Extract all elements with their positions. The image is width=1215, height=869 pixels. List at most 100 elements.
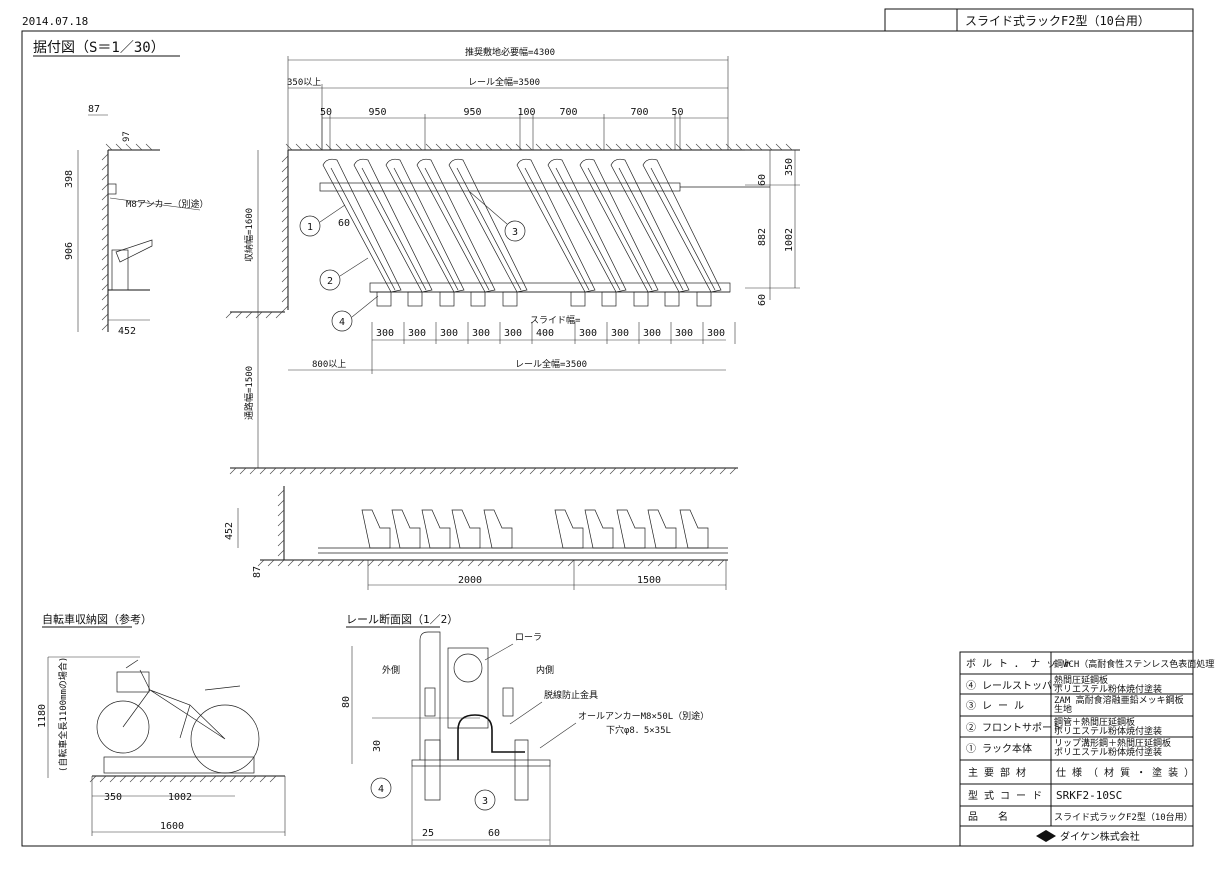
- pitch-1: 300: [408, 328, 426, 339]
- tb-code-value: SRKF2-10SC: [1056, 789, 1122, 802]
- callout-2: [319, 269, 341, 291]
- rack-bar-3: [385, 158, 465, 293]
- rail-rear: [319, 182, 681, 192]
- dim-seg-0: 50: [320, 107, 332, 118]
- rack-foot-4: [470, 291, 486, 307]
- rail-section-view: レール断面図（1／2） 80 30 25 60 外側 内側 ローラ 脱線防止金具…: [341, 612, 709, 845]
- bike-front-wheel: [96, 700, 150, 754]
- tb-part-3: ② フロントサポート: [966, 722, 1062, 734]
- rack-bar-4: [416, 158, 496, 293]
- rail-profile-outer: [419, 631, 441, 760]
- rack-bar-8: [579, 158, 659, 293]
- dim-seg-1: 950: [369, 107, 387, 118]
- pitch-0: 300: [376, 328, 394, 339]
- bicycle-view: 自転車収納図（参考） 1180 (自転車全長1100mmの場合) 350 100…: [37, 612, 286, 836]
- section-callout-3: [474, 789, 496, 811]
- rack-foot-6: [570, 291, 586, 307]
- section-outer: 外側: [382, 664, 400, 676]
- side-dim-906: 906: [64, 242, 75, 260]
- elevation-view: 452 87 2000 1500: [224, 486, 728, 590]
- elev-rack-7: [584, 509, 614, 549]
- svg-text:4: 4: [378, 784, 384, 795]
- side-dim-398: 398: [64, 170, 75, 188]
- tb-spec2-4: ポリエステル粉体焼付塗装: [1054, 746, 1162, 758]
- header-title-box: [884, 8, 1194, 32]
- elev-rack-1: [361, 509, 391, 549]
- pitch-10: 300: [707, 328, 725, 339]
- tb-spec2-2: 生地: [1054, 703, 1072, 715]
- section-dim-30: 30: [372, 740, 383, 752]
- dim-60-angle: 60: [338, 218, 350, 229]
- side-dim-87: 87: [88, 104, 100, 115]
- rack-foot-8: [633, 291, 649, 307]
- bike-dim-1600: 1600: [160, 821, 184, 832]
- elev-rack-8: [616, 509, 646, 549]
- rail-profile: [457, 714, 525, 760]
- tb-part-0: ボ ル ト ． ナ ッ ト: [966, 658, 1072, 670]
- elev-rack-5: [483, 509, 513, 549]
- roller-housing: [447, 647, 489, 729]
- rack-foot-1: [376, 291, 392, 307]
- dim-clearance-left: 350以上: [287, 77, 321, 88]
- tb-spec1-3: 鋼管＋熱間圧延鋼板: [1054, 716, 1135, 728]
- tb-part-2: ③ レ ー ル: [966, 700, 1024, 712]
- callout-4: [331, 310, 353, 332]
- bike-height: 1180: [37, 704, 48, 728]
- pitch-4: 300: [504, 328, 522, 339]
- tb-part-4: ① ラック本体: [966, 742, 1032, 755]
- pitch-9: 300: [675, 328, 693, 339]
- rack-foot-7: [601, 291, 617, 307]
- elev-rack-2: [391, 509, 421, 549]
- bike-note: (自転車全長1100mmの場合): [57, 657, 69, 772]
- rack-bar-1: [322, 158, 402, 293]
- rack-foot-5: [502, 291, 518, 307]
- bike-dim-350: 350: [104, 792, 122, 803]
- pitch-5: 400: [536, 328, 554, 339]
- tb-header-spec: 仕 様 （ 材 質 ・ 塗 装 ）: [1056, 766, 1194, 779]
- dim-right-3: 1002: [784, 228, 795, 252]
- rack-bar-9: [610, 158, 690, 293]
- section-inner: 内側: [536, 664, 554, 676]
- dim-seg-5: 700: [631, 107, 649, 118]
- elev-rack-10: [679, 509, 709, 549]
- elev-dim-87: 87: [252, 566, 263, 578]
- rail-front: [369, 282, 731, 293]
- rack-bar-2: [353, 158, 433, 293]
- dim-right-4: 60: [757, 294, 768, 306]
- main-plan-view: 据付図（S＝1／30） 推奨敷地必要幅=4300 350以上 レール全幅=350…: [33, 40, 800, 475]
- tb-name-value: スライド式ラックF2型（10台用）: [1054, 811, 1193, 823]
- section-callout-4: [370, 777, 392, 799]
- bike-dim-1002: 1002: [168, 792, 192, 803]
- callout-1: [299, 215, 321, 237]
- pitch-3: 300: [472, 328, 490, 339]
- rack-bar-7: [547, 158, 627, 293]
- section-view-label: レール断面図（1／2）: [346, 612, 458, 626]
- svg-text:2: 2: [327, 276, 333, 287]
- section-dim-80: 80: [341, 696, 352, 708]
- bicycle-view-label: 自転車収納図（参考）: [42, 612, 152, 626]
- elev-dim-1500: 1500: [637, 575, 661, 586]
- anchor-label: M8アンカー（別途）: [126, 198, 208, 210]
- tb-spec2-3: ポリエステル粉体焼付塗装: [1054, 725, 1162, 737]
- side-dim-452: 452: [118, 326, 136, 337]
- dim-right-1: 350: [784, 158, 795, 176]
- sheet-border: [21, 30, 1194, 847]
- tb-header-part: 主 要 部 材: [968, 766, 1026, 779]
- pitch-2: 300: [440, 328, 458, 339]
- tb-spec1-2: ZAM 高耐食溶融亜鉛メッキ鋼板: [1054, 694, 1184, 706]
- tb-spec1-1: 熱間圧延鋼板: [1054, 674, 1108, 686]
- dim-right-2: 882: [757, 228, 768, 246]
- section-lift-guard: 脱線防止金具: [544, 689, 598, 701]
- dim-left-clear: 800以上: [312, 359, 346, 370]
- slide-label: スライド幅=: [530, 314, 581, 326]
- main-view-label: 据付図（S＝1／30）: [33, 40, 165, 56]
- side-dim-97: 97: [122, 131, 132, 142]
- pitch-7: 300: [611, 328, 629, 339]
- company-logo-icon: [1036, 830, 1056, 842]
- dim-seg-3: 100: [518, 107, 536, 118]
- rack-foot-2: [407, 291, 423, 307]
- section-anchor: オールアンカーM8×50L（別途）: [578, 710, 709, 722]
- tb-part-1: ④ レールストッパー: [966, 680, 1062, 692]
- tb-spec1-0: 鋼WCH（高耐食性ステンレス色表面処理）: [1054, 658, 1215, 670]
